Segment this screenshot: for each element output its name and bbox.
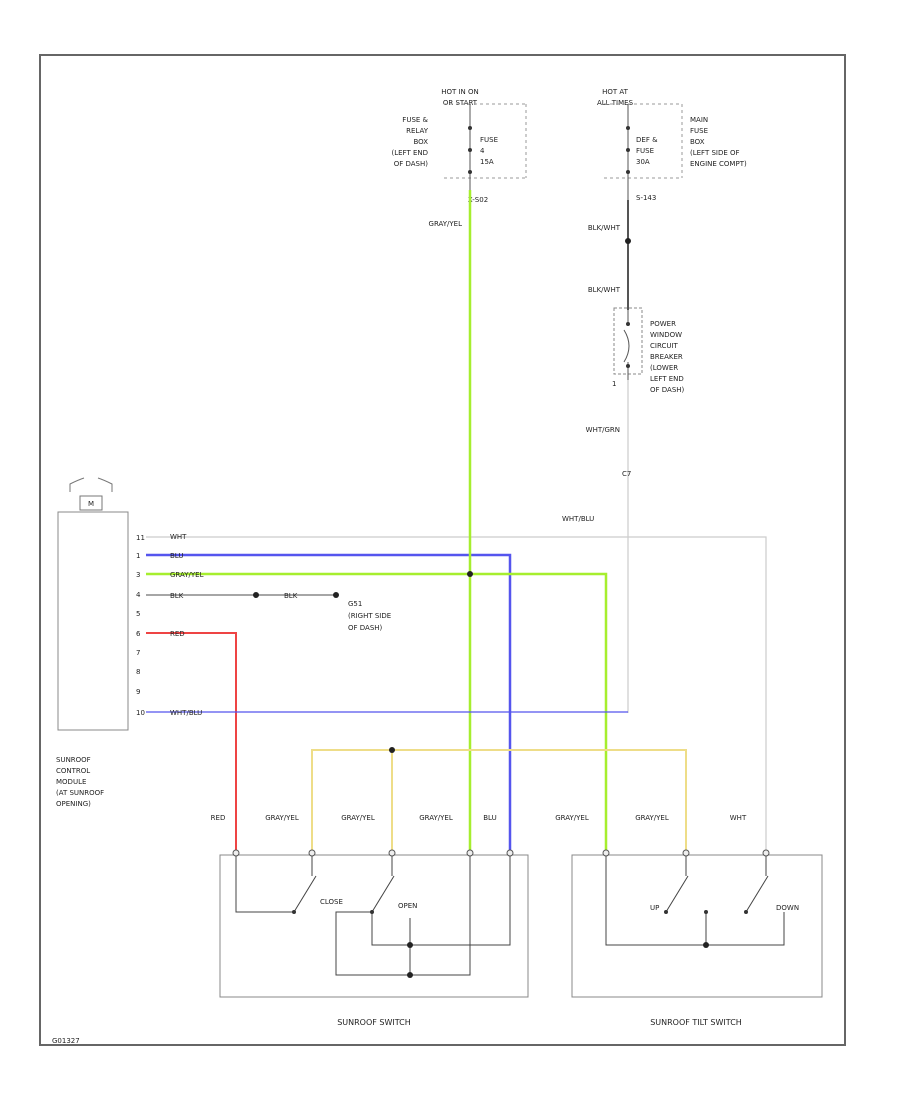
switch-wire-label-7: WHT — [730, 814, 747, 822]
wire-label-wht: WHT — [170, 533, 187, 541]
connector-engine: S-143 — [636, 194, 656, 202]
wire-label-wht-blu-right: WHT/BLU — [562, 515, 594, 523]
breaker-pin: 1 — [612, 380, 616, 388]
module-caption-5: OPENING) — [56, 800, 91, 808]
fuse-box-engine: HOT AT ALL TIMES DEF & FUSE 30A MAIN FUS… — [597, 88, 747, 202]
sunroof-switch-title: SUNROOF SWITCH — [337, 1018, 411, 1027]
fuse-box-top-loc-4: (LEFT END — [391, 149, 428, 157]
hot-label-1: HOT IN ON — [441, 88, 479, 96]
fuse-engine-3: 30A — [636, 158, 650, 166]
ground-label-2: (RIGHT SIDE — [348, 612, 391, 620]
wire-label-blk-wht-2: BLK/WHT — [588, 286, 621, 294]
circuit-breaker: POWER WINDOW CIRCUIT BREAKER (LOWER LEFT… — [612, 307, 685, 394]
engine-loc-4: (LEFT SIDE OF — [690, 149, 740, 157]
sunroof-switch-box — [219, 854, 529, 998]
switch-wire-label-1: GRAY/YEL — [265, 814, 299, 822]
module-badge-box — [79, 495, 103, 511]
breaker-label-5: (LOWER — [650, 364, 678, 372]
ground-label-1: G51 — [348, 600, 362, 608]
sunroof-switch: CLOSE OPEN SUNROOF SWITCH — [219, 849, 529, 1027]
fuse-top-2: 4 — [480, 147, 485, 155]
wire-label-red-module: RED — [170, 630, 185, 638]
breaker-label-1: POWER — [650, 320, 676, 328]
gray-yel-module-wire — [146, 572, 608, 852]
fuse-engine-2: FUSE — [636, 147, 654, 155]
diagram-frame — [39, 54, 846, 1046]
tilt-switch-title: SUNROOF TILT SWITCH — [650, 1018, 742, 1027]
hot-label-engine-1: HOT AT — [602, 88, 629, 96]
module-box — [57, 511, 129, 731]
breaker-label-2: WINDOW — [650, 331, 682, 339]
pin-num-6: 7 — [136, 649, 140, 657]
wire-label-gray-yel-top: GRAY/YEL — [429, 220, 463, 228]
fuse-top-3: 15A — [480, 158, 494, 166]
red-wire — [146, 632, 237, 852]
switch-wire-label-2: GRAY/YEL — [341, 814, 375, 822]
pin-num-0: 11 — [136, 534, 145, 542]
wire-label-gray-yel-module: GRAY/YEL — [170, 571, 204, 579]
wire-label-blu: BLU — [170, 552, 183, 560]
breaker-label-6: LEFT END — [650, 375, 684, 383]
engine-loc-3: BOX — [690, 138, 705, 146]
engine-loc-5: ENGINE COMPT) — [690, 160, 747, 168]
module-badge: M — [88, 500, 94, 508]
blu-wire — [146, 553, 512, 852]
breaker-label-4: BREAKER — [650, 353, 683, 361]
hot-label-engine-2: ALL TIMES — [597, 99, 634, 107]
fuse-box-top: HOT IN ON OR START FUSE & RELAY BOX (LEF… — [391, 88, 527, 204]
breaker-label-7: OF DASH) — [650, 386, 685, 394]
module-caption-1: SUNROOF — [56, 756, 91, 764]
fuse-top-1: FUSE — [480, 136, 498, 144]
wire-label-wht-grn: WHT/GRN — [586, 426, 620, 434]
wire-label-wht-blu-module: WHT/BLU — [170, 709, 202, 717]
pin-num-5: 6 — [136, 630, 141, 638]
pin-num-8: 9 — [136, 688, 140, 696]
ground-label-3: OF DASH) — [348, 624, 383, 632]
pin-num-1: 1 — [136, 552, 140, 560]
fuse-engine-1: DEF & — [636, 136, 658, 144]
fuse-box-top-loc-3: BOX — [413, 138, 428, 146]
pin-num-7: 8 — [136, 668, 140, 676]
wire-label-blk-module: BLK — [170, 592, 184, 600]
breaker-label-3: CIRCUIT — [650, 342, 679, 350]
tilt-switch-box — [571, 854, 823, 998]
switch-wire-label-3: GRAY/YEL — [419, 814, 453, 822]
wire-label-blk-ground: BLK — [284, 592, 298, 600]
fuse-box-top-loc-1: FUSE & — [402, 116, 428, 124]
pin-num-4: 5 — [136, 610, 140, 618]
sunroof-tilt-switch: UP DOWN SUNROOF TILT SWITCH — [571, 849, 823, 1027]
module-caption-3: MODULE — [56, 778, 86, 786]
tilt-down-label: DOWN — [776, 904, 799, 912]
pin-num-9: 10 — [136, 709, 145, 717]
fuse-box-top-loc-5: OF DASH) — [394, 160, 429, 168]
wire-label-blk-wht-1: BLK/WHT — [588, 224, 621, 232]
pin-num-3: 4 — [136, 591, 141, 599]
engine-loc-1: MAIN — [690, 116, 708, 124]
hot-label-2: OR START — [443, 99, 478, 107]
pin-num-2: 3 — [136, 571, 140, 579]
module-caption-4: (AT SUNROOF — [56, 789, 104, 797]
switch-wire-label-4: BLU — [483, 814, 496, 822]
fuse-box-top-loc-2: RELAY — [406, 127, 429, 135]
connector-top: X-S02 — [468, 196, 488, 204]
switch-wire-label-5: GRAY/YEL — [555, 814, 589, 822]
switch-open-label: OPEN — [398, 902, 417, 910]
tilt-up-label: UP — [650, 904, 659, 912]
switch-wire-label-6: GRAY/YEL — [635, 814, 669, 822]
module-pins: 11 1 3 4 5 6 7 8 9 10 — [136, 534, 145, 717]
engine-loc-2: FUSE — [690, 127, 708, 135]
wht-wire — [146, 536, 767, 852]
module-caption-2: CONTROL — [56, 767, 90, 775]
switch-close-label: CLOSE — [320, 898, 343, 906]
connector-c7: C7 — [622, 470, 631, 478]
sunroof-control-module: M — [57, 477, 129, 731]
switch-wire-label-0: RED — [211, 814, 226, 822]
figure-id: G01327 — [52, 1037, 80, 1045]
yellow-bus-wire — [311, 749, 687, 852]
